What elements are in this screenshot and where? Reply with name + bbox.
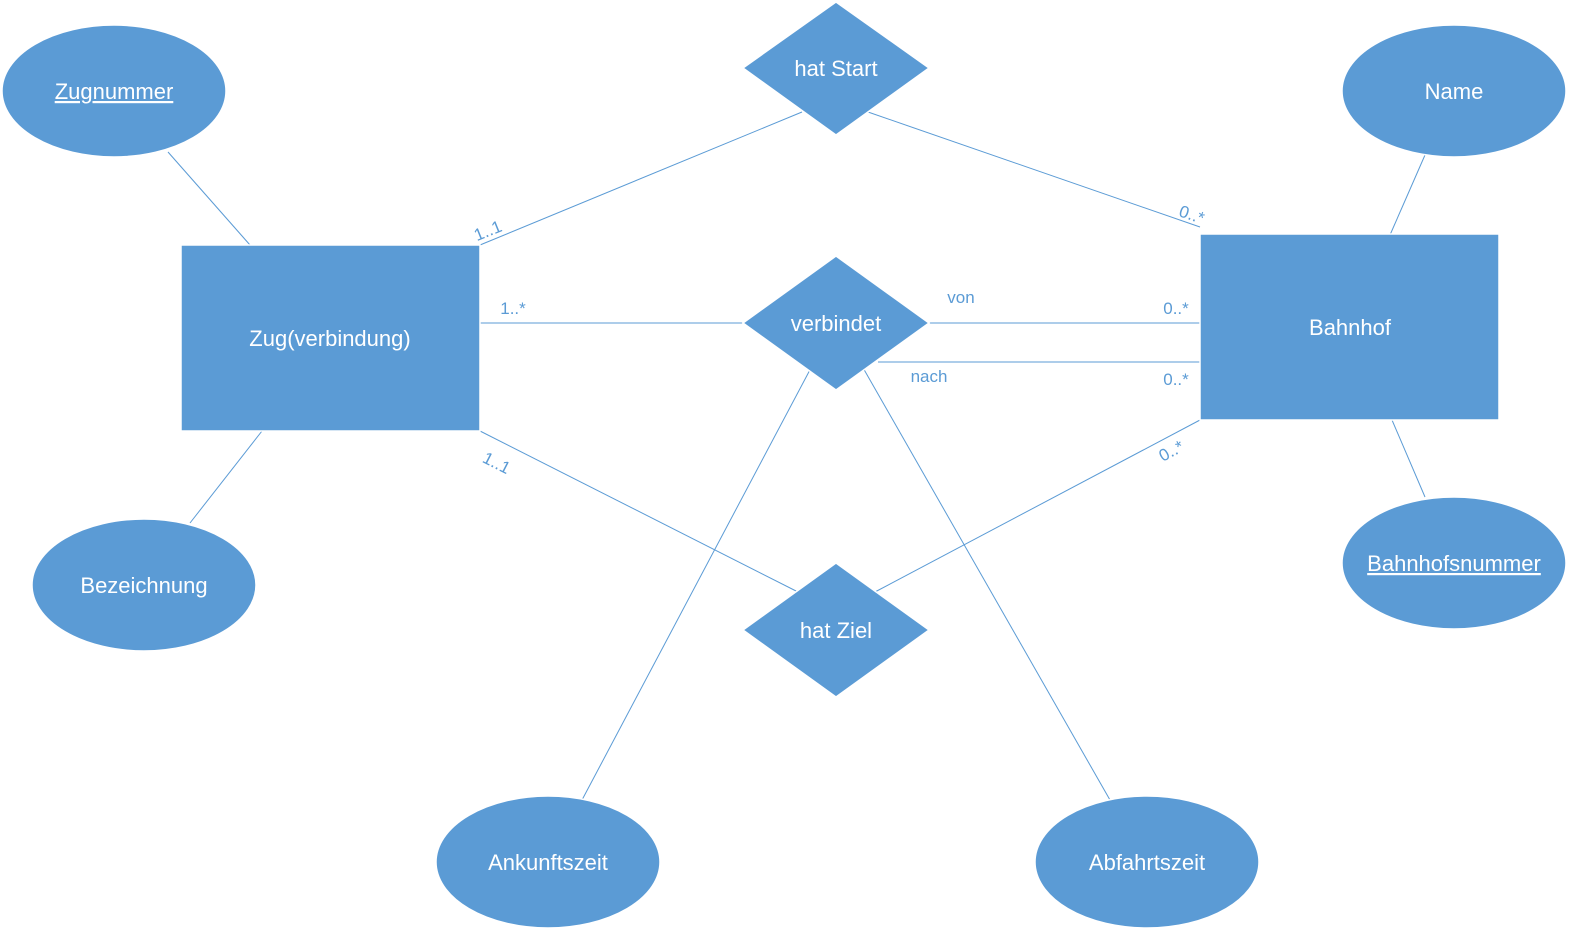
line-zug-hat-ziel [479, 430, 801, 594]
relationship-verbindet-diamond [741, 255, 931, 391]
relationship-verbindet[interactable]: verbindet [741, 255, 931, 391]
line-bezeichnung-zug [189, 430, 263, 524]
relationship-hat-ziel-label: hat Ziel [800, 618, 872, 643]
connections [167, 111, 1426, 801]
entity-zug-box [180, 244, 481, 432]
attribute-abfahrtszeit-ellipse [1034, 795, 1260, 929]
line-hat-start-bahnhof [867, 111, 1201, 228]
cardinality-von-bahnhof: 0..* [1163, 299, 1189, 318]
relationship-hat-ziel[interactable]: hat Ziel [741, 562, 931, 698]
role-nach: nach [911, 367, 948, 386]
line-bahnhofsnummer-bahnhof [1391, 419, 1426, 498]
line-name-bahnhof [1389, 154, 1426, 236]
cardinality-nach-bahnhof: 0..* [1163, 370, 1189, 389]
relationship-verbindet-label: verbindet [791, 311, 882, 336]
entity-bahnhof[interactable]: Bahnhof [1199, 233, 1500, 421]
attribute-bezeichnung-ellipse [31, 518, 257, 652]
entity-zug-label: Zug(verbindung) [249, 326, 410, 351]
role-von: von [947, 288, 974, 307]
entity-bahnhof-label: Bahnhof [1309, 315, 1392, 340]
relationship-hat-start-label: hat Start [794, 56, 877, 81]
cardinality-verbindet-zug: 1..* [500, 299, 526, 318]
attribute-abfahrtszeit-label: Abfahrtszeit [1089, 850, 1205, 875]
attribute-ankunftszeit-ellipse [435, 795, 661, 929]
line-hat-ziel-bahnhof [872, 419, 1201, 594]
relationship-hat-start[interactable]: hat Start [741, 1, 931, 136]
cardinality-start-bahnhof: 0..* [1177, 202, 1208, 228]
attribute-zugnummer-label: Zugnummer [55, 79, 174, 104]
line-verbindet-abfahrtszeit [861, 365, 1111, 801]
attribute-abfahrtszeit[interactable]: Abfahrtszeit [1034, 795, 1260, 929]
line-zugnummer-zug [167, 151, 251, 246]
attribute-name[interactable]: Name [1341, 24, 1567, 158]
attribute-zugnummer[interactable]: Zugnummer [1, 24, 227, 158]
attribute-bezeichnung[interactable]: Bezeichnung [31, 518, 257, 652]
attribute-name-label: Name [1425, 79, 1484, 104]
attribute-name-ellipse [1341, 24, 1567, 158]
relationship-hat-start-diamond [741, 1, 931, 136]
attribute-bezeichnung-label: Bezeichnung [80, 573, 207, 598]
attribute-bahnhofsnummer-label: Bahnhofsnummer [1367, 551, 1541, 576]
entity-bahnhof-box [1199, 233, 1500, 421]
cardinality-start-zug: 1..1 [471, 217, 504, 245]
attribute-ankunftszeit-label: Ankunftszeit [488, 850, 608, 875]
cardinality-ziel-zug: 1..1 [480, 448, 514, 478]
relationship-hat-ziel-diamond [741, 562, 931, 698]
line-verbindet-ankunftszeit [581, 365, 813, 801]
attribute-bahnhofsnummer-ellipse [1341, 496, 1567, 630]
attribute-ankunftszeit[interactable]: Ankunftszeit [435, 795, 661, 929]
attribute-bahnhofsnummer[interactable]: Bahnhofsnummer [1341, 496, 1567, 630]
entity-zug[interactable]: Zug(verbindung) [180, 244, 481, 432]
line-zug-hat-start [479, 111, 803, 246]
attribute-zugnummer-ellipse [1, 24, 227, 158]
